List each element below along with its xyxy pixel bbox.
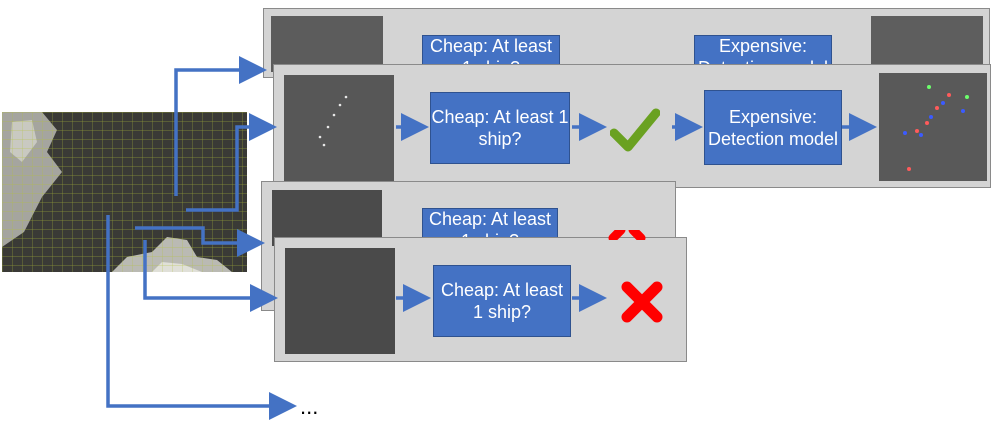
arrow-to-panel-2 bbox=[186, 127, 270, 210]
arrow-to-more bbox=[108, 215, 290, 406]
arrow-to-panel-4 bbox=[145, 240, 271, 298]
arrow-to-panel-3 bbox=[135, 228, 258, 243]
arrow-to-panel-1 bbox=[176, 70, 260, 196]
more-ellipsis: ... bbox=[300, 394, 318, 420]
